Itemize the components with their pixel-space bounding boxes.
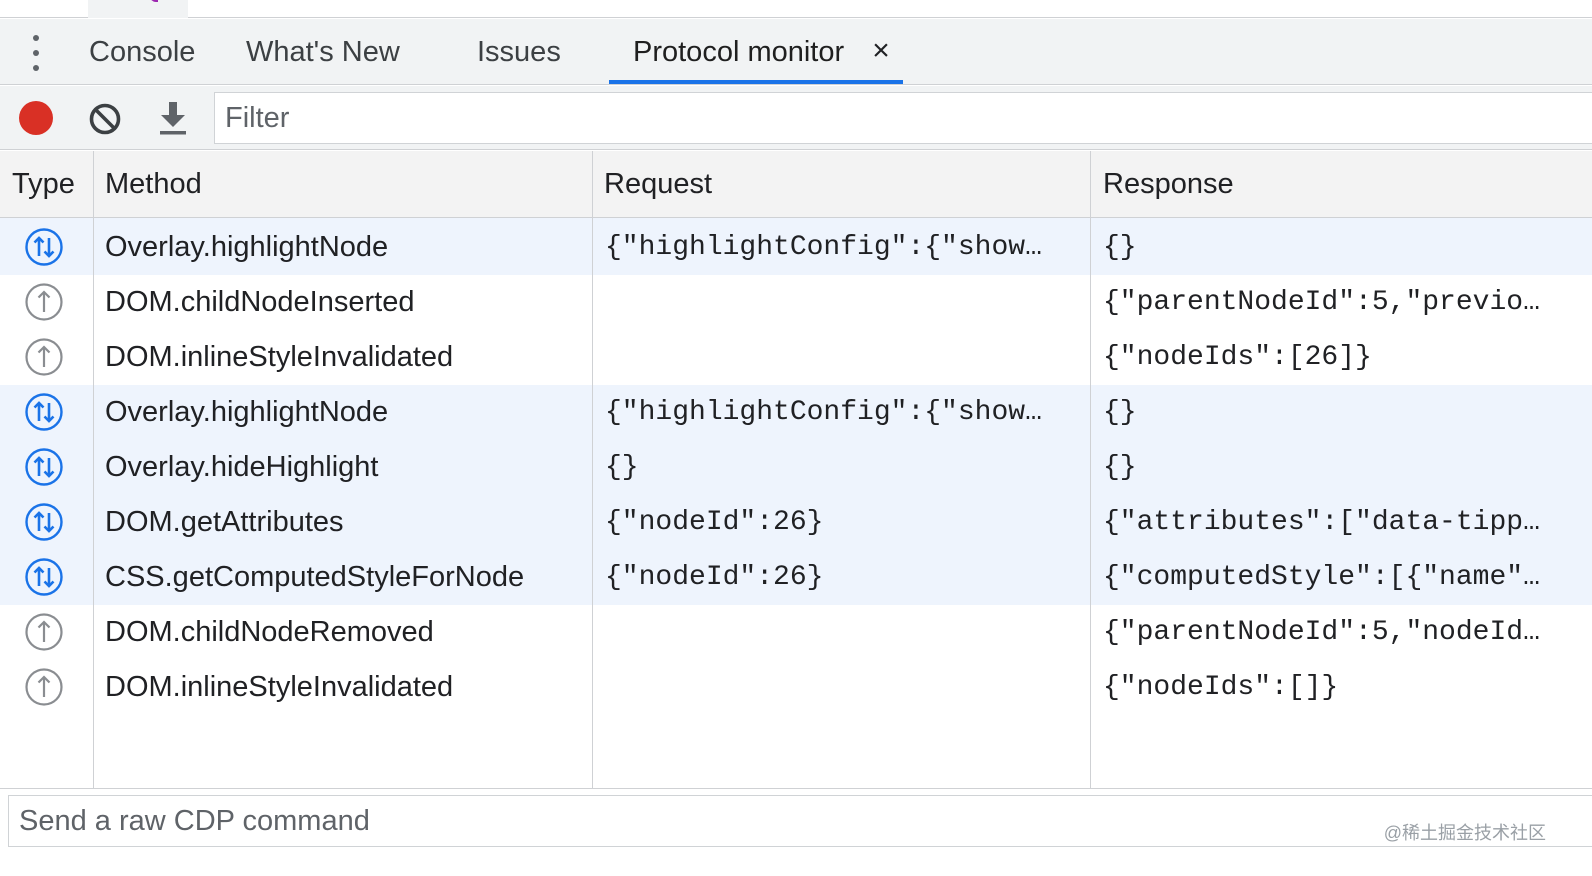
response-cell: {"attributes":["data-tipp… [1103,507,1540,538]
type-cell [0,385,92,440]
response-cell: {"computedStyle":[{"name"… [1103,562,1540,593]
method-cell: DOM.inlineStyleInvalidated [105,671,454,703]
response-cell: {} [1103,232,1137,263]
type-cell [0,330,92,385]
record-icon[interactable] [19,101,53,135]
request-cell: {} [605,452,639,483]
table-row[interactable]: DOM.childNodeInserted {"parentNodeId":5,"… [0,275,1592,330]
close-tab-icon[interactable]: × [872,34,890,67]
protocol-monitor-toolbar [0,86,1592,150]
column-header-response[interactable]: Response [1103,168,1234,200]
table-row[interactable]: DOM.inlineStyleInvalidated {"nodeIds":[]} [0,660,1592,715]
table-row[interactable]: DOM.getAttributes {"nodeId":26} {"attribut… [0,495,1592,550]
table-row[interactable]: Overlay.hideHighlight {} {} [0,440,1592,495]
request-cell [605,275,1080,330]
method-cell: Overlay.hideHighlight [105,451,379,483]
filter-box [214,92,1592,144]
table-row[interactable]: DOM.inlineStyleInvalidated {"nodeIds":[26… [0,330,1592,385]
method-cell: Overlay.highlightNode [105,396,389,428]
upper-tabbar-fragment [0,0,1592,18]
request-response-icon [25,503,63,541]
method-cell: DOM.childNodeRemoved [105,616,434,648]
table-body: Overlay.hideHighlight{}{}Overlay.highlig… [0,165,1592,715]
download-icon[interactable] [156,100,190,136]
column-divider[interactable] [592,151,593,788]
response-cell: {"parentNodeId":5,"nodeId… [1103,617,1540,648]
column-header-request[interactable]: Request [604,168,713,200]
response-cell: {"nodeIds":[26]} [1103,342,1372,373]
response-cell: {} [1103,397,1137,428]
drawer-tabbar: Console What's New Issues Protocol monit… [0,19,1592,85]
table-header: Type Method Request Response [0,151,1592,218]
type-cell [0,275,92,330]
column-divider[interactable] [93,151,94,788]
request-response-icon [25,393,63,431]
raw-cdp-command-input[interactable] [19,796,1519,846]
tab-glyph-fragment [150,0,158,2]
type-cell [0,605,92,660]
tab-issues[interactable]: Issues [477,36,561,68]
method-cell: Overlay.highlightNode [105,231,389,263]
method-cell: DOM.inlineStyleInvalidated [105,341,454,373]
table-row[interactable]: Overlay.highlightNode {"highlightConfig":… [0,220,1592,275]
table-row[interactable]: DOM.childNodeRemoved {"parentNodeId":5,"n… [0,605,1592,660]
column-header-method[interactable]: Method [105,168,202,200]
request-cell [605,660,1080,715]
event-icon [25,283,63,321]
method-cell: CSS.getComputedStyleForNode [105,561,525,593]
event-icon [25,613,63,651]
upper-tab-fragment[interactable] [88,0,188,18]
table-row[interactable]: Overlay.highlightNode {"highlightConfig":… [0,385,1592,440]
type-cell [0,660,92,715]
request-cell [605,330,1080,385]
watermark: @稀土掘金技术社区 [1383,823,1546,843]
response-cell: {"parentNodeId":5,"previo… [1103,287,1540,318]
column-header-type[interactable]: Type [12,168,75,200]
request-cell: {"nodeId":26} [605,562,824,593]
event-icon [25,338,63,376]
active-tab-indicator [609,80,903,84]
command-box [8,795,1592,847]
request-cell: {"highlightConfig":{"show… [605,397,1042,428]
tab-protocol-monitor[interactable]: Protocol monitor [633,36,845,68]
command-bar: @稀土掘金技术社区 [0,788,1592,876]
event-icon [25,668,63,706]
request-response-icon [25,558,63,596]
filter-input[interactable] [225,93,1525,143]
method-cell: DOM.childNodeInserted [105,286,415,318]
column-divider[interactable] [1090,151,1091,788]
response-cell: {"nodeIds":[]} [1103,672,1339,703]
tab-console[interactable]: Console [89,36,196,68]
clear-icon[interactable] [88,102,122,136]
tab-whats-new[interactable]: What's New [246,36,400,68]
request-cell [605,605,1080,660]
type-cell [0,550,92,605]
request-response-icon [25,228,63,266]
request-response-icon [25,448,63,486]
request-cell: {"highlightConfig":{"show… [605,232,1042,263]
type-cell [0,220,92,275]
request-cell: {"nodeId":26} [605,507,824,538]
messages-table: Type Method Request Response Overlay.hid… [0,151,1592,788]
type-cell [0,495,92,550]
type-cell [0,440,92,495]
more-tabs-menu-icon[interactable] [28,35,44,71]
table-row[interactable]: CSS.getComputedStyleForNode {"nodeId":26}… [0,550,1592,605]
response-cell: {} [1103,452,1137,483]
method-cell: DOM.getAttributes [105,506,344,538]
